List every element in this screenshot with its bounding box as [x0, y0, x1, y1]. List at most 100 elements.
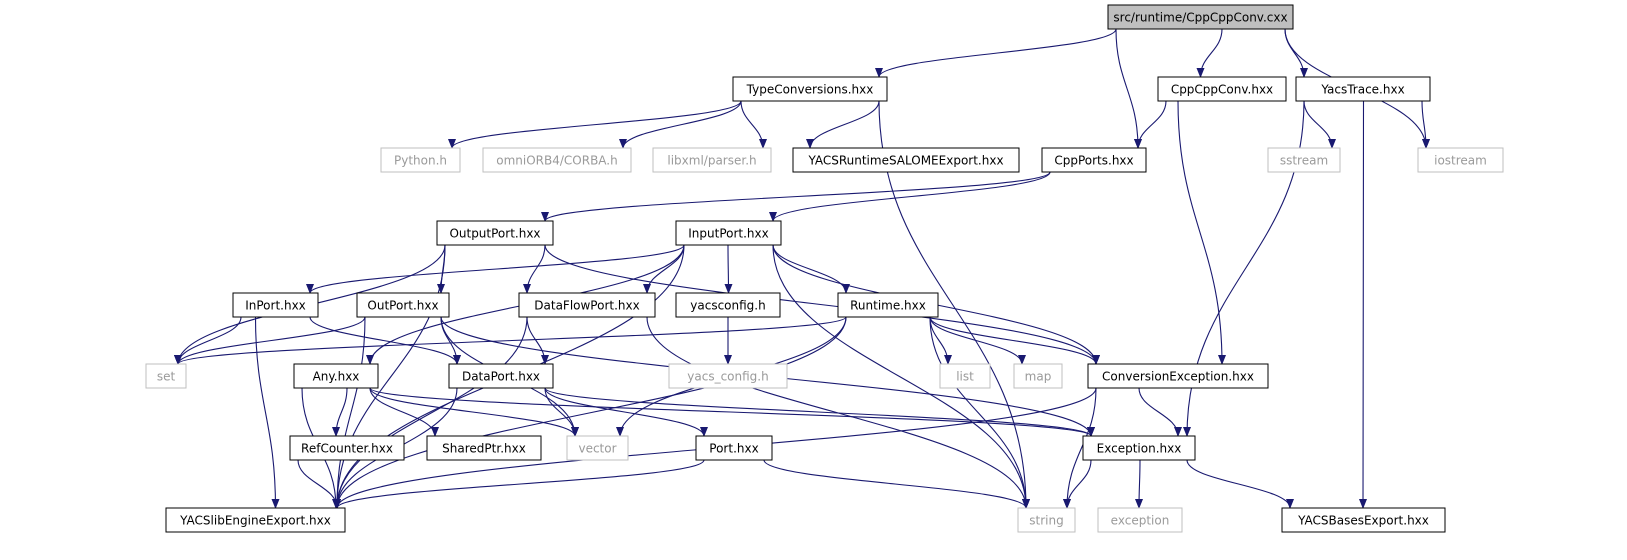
node-box	[145, 363, 187, 389]
node-outport[interactable]: OutPort.hxx	[356, 292, 450, 318]
node-box	[232, 292, 319, 318]
node-box	[1082, 435, 1196, 461]
edge-outport-to-engineexp	[333, 316, 366, 509]
node-box	[1157, 76, 1287, 102]
node-box	[732, 76, 888, 102]
node-box	[1267, 147, 1341, 173]
node-string: string	[1017, 507, 1076, 533]
node-label: Port.hxx	[709, 442, 758, 456]
edge-inputport-to-yacsconfig	[724, 244, 733, 294]
edge-inport-to-dataport	[309, 316, 461, 365]
node-dataflowport[interactable]: DataFlowPort.hxx	[518, 292, 656, 318]
node-salomeexp[interactable]: YACSRuntimeSALOMEExport.hxx	[792, 147, 1020, 173]
node-sharedptr[interactable]: SharedPtr.hxx	[426, 435, 542, 461]
edge-dataport-to-exception_hxx	[544, 387, 1095, 437]
node-box	[939, 363, 991, 389]
node-box	[1087, 363, 1269, 389]
node-box	[1041, 147, 1147, 173]
node-yacs_config: yacs_config.h	[668, 363, 788, 389]
node-label: Runtime.hxx	[850, 299, 926, 313]
edge-convexc-to-exception_hxx	[1138, 387, 1182, 437]
node-libxml: libxml/parser.h	[652, 147, 772, 173]
node-label: iostream	[1434, 154, 1487, 168]
node-box	[1295, 76, 1431, 102]
node-port[interactable]: Port.hxx	[695, 435, 773, 461]
node-any[interactable]: Any.hxx	[293, 363, 379, 389]
node-label: YACSBasesExport.hxx	[1297, 514, 1429, 528]
node-sstream: sstream	[1267, 147, 1341, 173]
edge-runtime-to-string	[929, 316, 1030, 509]
node-cppports[interactable]: CppPorts.hxx	[1041, 147, 1147, 173]
node-box	[293, 363, 379, 389]
node-inputport[interactable]: InputPort.hxx	[675, 220, 782, 246]
node-box	[426, 435, 542, 461]
node-box	[652, 147, 772, 173]
edge-runtime-to-engineexp	[333, 316, 847, 509]
node-inport[interactable]: InPort.hxx	[232, 292, 319, 318]
node-box	[1281, 507, 1446, 533]
edge-convexc-to-string	[1063, 387, 1097, 509]
node-yacsconfig[interactable]: yacsconfig.h	[675, 292, 781, 318]
node-box	[380, 147, 461, 173]
edge-any-to-exception_hxx	[369, 387, 1095, 437]
edge-port-to-string	[763, 459, 1030, 509]
node-label: SharedPtr.hxx	[442, 442, 526, 456]
node-box	[518, 292, 656, 318]
node-yacstrace[interactable]: YacsTrace.hxx	[1295, 76, 1431, 102]
node-label: Python.h	[394, 154, 447, 168]
node-label: InPort.hxx	[245, 299, 306, 313]
node-label: DataFlowPort.hxx	[534, 299, 639, 313]
edge-exception_hxx-to-basesexp	[1186, 459, 1294, 509]
node-box	[1097, 507, 1183, 533]
edge-inport-to-engineexp	[254, 316, 280, 509]
node-exception_hxx[interactable]: Exception.hxx	[1082, 435, 1196, 461]
edge-yacstrace-to-iostream	[1421, 100, 1430, 149]
edge-outport-to-dataport	[440, 316, 461, 365]
node-label: InputPort.hxx	[688, 227, 768, 241]
edge-cppconvh-to-convexc	[1177, 100, 1226, 365]
node-basesexp[interactable]: YACSBasesExport.hxx	[1281, 507, 1446, 533]
node-refcounter[interactable]: RefCounter.hxx	[289, 435, 405, 461]
edge-yacstrace-to-basesexp	[1359, 100, 1368, 509]
node-box	[436, 220, 554, 246]
node-label: YACSlibEngineExport.hxx	[179, 514, 331, 528]
node-cppconvh[interactable]: CppCppConv.hxx	[1157, 76, 1287, 102]
node-label: Any.hxx	[313, 370, 360, 384]
node-python: Python.h	[380, 147, 461, 173]
edge-typeconv-to-salomeexp	[806, 100, 880, 149]
edge-outputport-to-engineexp	[333, 244, 446, 509]
node-typeconv[interactable]: TypeConversions.hxx	[732, 76, 888, 102]
node-box	[1013, 363, 1063, 389]
edge-inputport-to-runtime	[772, 244, 850, 294]
node-omniorb: omniORB4/CORBA.h	[482, 147, 632, 173]
node-dataport[interactable]: DataPort.hxx	[448, 363, 554, 389]
node-box	[1417, 147, 1504, 173]
node-outputport[interactable]: OutputPort.hxx	[436, 220, 554, 246]
node-label: Exception.hxx	[1097, 442, 1182, 456]
node-box	[482, 147, 632, 173]
node-label: omniORB4/CORBA.h	[496, 154, 617, 168]
node-root[interactable]: src/runtime/CppCppConv.cxx	[1107, 4, 1294, 30]
edge-runtime-to-map	[929, 316, 1026, 365]
node-label: map	[1025, 370, 1052, 384]
edge-any-to-sharedptr	[369, 387, 439, 437]
edge-typeconv-to-python	[448, 100, 742, 149]
edge-runtime-to-convexc	[929, 316, 1100, 365]
node-box	[792, 147, 1020, 173]
node-label: string	[1029, 514, 1063, 528]
node-runtime[interactable]: Runtime.hxx	[837, 292, 939, 318]
node-convexc[interactable]: ConversionException.hxx	[1087, 363, 1269, 389]
edge-inputport-to-string	[772, 244, 1030, 509]
edge-dataport-to-vector	[544, 387, 579, 437]
node-box	[165, 507, 346, 533]
node-label: CppPorts.hxx	[1054, 154, 1133, 168]
node-engineexp[interactable]: YACSlibEngineExport.hxx	[165, 507, 346, 533]
edge-port-to-engineexp	[333, 459, 705, 509]
node-exception: exception	[1097, 507, 1183, 533]
edge-cppports-to-inputport	[769, 171, 1051, 222]
edge-dataflowport-to-engineexp	[333, 316, 528, 509]
node-label: TypeConversions.hxx	[746, 83, 874, 97]
edge-typeconv-to-libxml	[740, 100, 767, 149]
node-box	[675, 220, 782, 246]
